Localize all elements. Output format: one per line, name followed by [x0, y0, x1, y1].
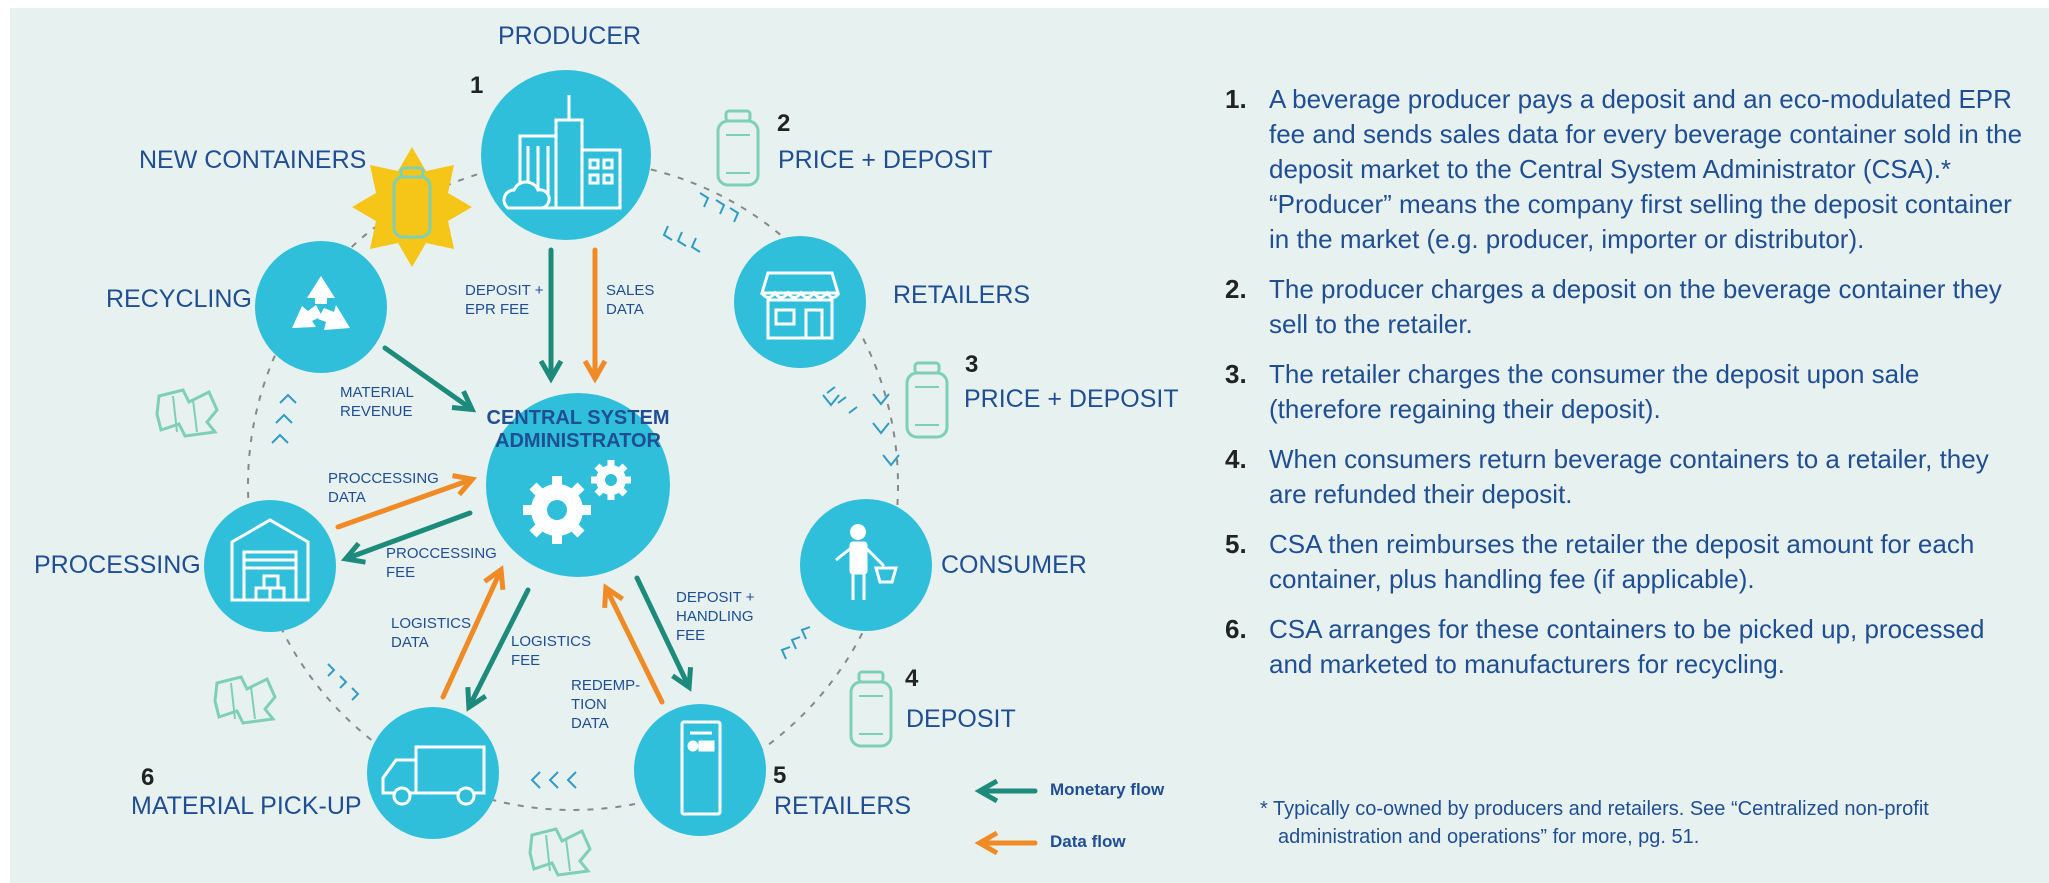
material-revenue-label: MATERIAL REVENUE [340, 384, 414, 420]
material-pickup-label: MATERIAL PICK-UP [131, 792, 362, 820]
gears-icon [523, 460, 631, 544]
delivery-truck-icon [381, 745, 486, 806]
step-6-number: 6 [141, 764, 155, 791]
factory-building-icon [502, 95, 622, 210]
central-system-label: CENTRAL SYSTEM ADMINISTRATOR [486, 407, 670, 452]
steps-explanation-list: 1. A beverage producer pays a deposit and… [1225, 82, 2025, 697]
recycling-node [255, 241, 387, 373]
note-item: 5. CSA then reimburses the retailer the d… [1225, 527, 2025, 597]
logistics-fee-label: LOGISTICS FEE [511, 633, 592, 669]
material-pickup-node [367, 707, 499, 839]
retailers-bottom-node [634, 704, 766, 836]
deposit-epr-fee-label: DEPOSIT + EPR FEE [465, 282, 544, 318]
note-number: 6. [1225, 614, 1247, 644]
recycling-label: RECYCLING [106, 285, 252, 313]
step-4-number: 4 [905, 665, 919, 692]
step-1-number: 1 [470, 72, 484, 99]
note-item: 1. A beverage producer pays a deposit and… [1225, 82, 2025, 257]
new-containers-label: NEW CONTAINERS [139, 146, 367, 174]
arrow-logistics-data [440, 565, 506, 700]
crushed-can-icon [528, 827, 592, 877]
note-text: CSA arranges for these containers to be … [1269, 614, 1985, 679]
step-5-number: 5 [773, 762, 787, 789]
consumer-label: CONSUMER [941, 551, 1087, 579]
step-3-number: 3 [965, 351, 979, 378]
note-item: 4. When consumers return beverage contain… [1225, 442, 2025, 512]
note-number: 2. [1225, 274, 1247, 304]
flow-arrows [335, 247, 694, 712]
crushed-can-icon [213, 675, 277, 725]
arrow-deposit-handling-fee [634, 575, 694, 692]
legend-monetary-label: Monetary flow [1050, 780, 1165, 799]
logistics-data-label: LOGISTICS DATA [391, 615, 472, 651]
deposit-handling-fee-label: DEPOSIT + HANDLING FEE [676, 589, 755, 644]
note-text: The retailer charges the consumer the de… [1269, 359, 1920, 424]
footnote: * Typically co-owned by producers and re… [1260, 798, 1929, 848]
recycle-icon [292, 276, 350, 330]
legend-data-label: Data flow [1050, 832, 1126, 851]
step-2-label: PRICE + DEPOSIT [778, 146, 993, 174]
processing-label: PROCESSING [34, 551, 201, 579]
note-text: CSA then reimburses the retailer the dep… [1269, 529, 1975, 594]
storefront-icon [759, 271, 841, 340]
person-with-basket-icon [835, 524, 898, 600]
sales-data-label: SALES DATA [606, 282, 655, 318]
can-icon [849, 670, 893, 748]
note-text: A beverage producer pays a deposit and a… [1269, 84, 2023, 254]
warehouse-icon [230, 518, 310, 602]
step-2-number: 2 [777, 110, 791, 137]
arrow-logistics-fee [465, 587, 531, 712]
reverse-vending-machine-icon [680, 720, 722, 816]
arrow-redemption-data [602, 583, 665, 705]
step-4-label: DEPOSIT [906, 705, 1016, 733]
step-3-label: PRICE + DEPOSIT [964, 385, 1179, 413]
can-icon [905, 361, 949, 439]
note-text: The producer charges a deposit on the be… [1269, 274, 2002, 339]
producer-node [481, 70, 651, 240]
note-item: 2. The producer charges a deposit on the … [1225, 272, 2025, 342]
note-number: 5. [1225, 529, 1247, 559]
diagram-background [10, 8, 2049, 883]
retailers-top-label: RETAILERS [893, 281, 1031, 309]
processing-data-label: PROCCESSING DATA [328, 470, 439, 506]
note-number: 4. [1225, 444, 1247, 474]
retailers-bottom-label: RETAILERS [774, 792, 912, 820]
can-icon [716, 109, 760, 187]
arrow-processing-data [335, 473, 478, 530]
processing-fee-label: PROCCESSING FEE [386, 545, 497, 581]
crushed-can-icon [155, 388, 219, 438]
producer-label: PRODUCER [498, 22, 642, 50]
arrow-material-revenue [382, 345, 477, 413]
note-number: 3. [1225, 359, 1247, 389]
sun-icon [352, 147, 472, 267]
redemption-data-label: REDEMP- TION DATA [571, 677, 641, 732]
note-item: 3. The retailer charges the consumer the … [1225, 357, 2025, 427]
flow-chevrons [271, 192, 900, 789]
legend-arrows [974, 778, 1038, 856]
arrow-processing-fee [340, 510, 473, 565]
retailers-top-node [734, 236, 866, 368]
note-item: 6. CSA arranges for these containers to b… [1225, 612, 2025, 682]
note-number: 1. [1225, 84, 1247, 114]
note-text: When consumers return beverage container… [1269, 444, 1989, 509]
